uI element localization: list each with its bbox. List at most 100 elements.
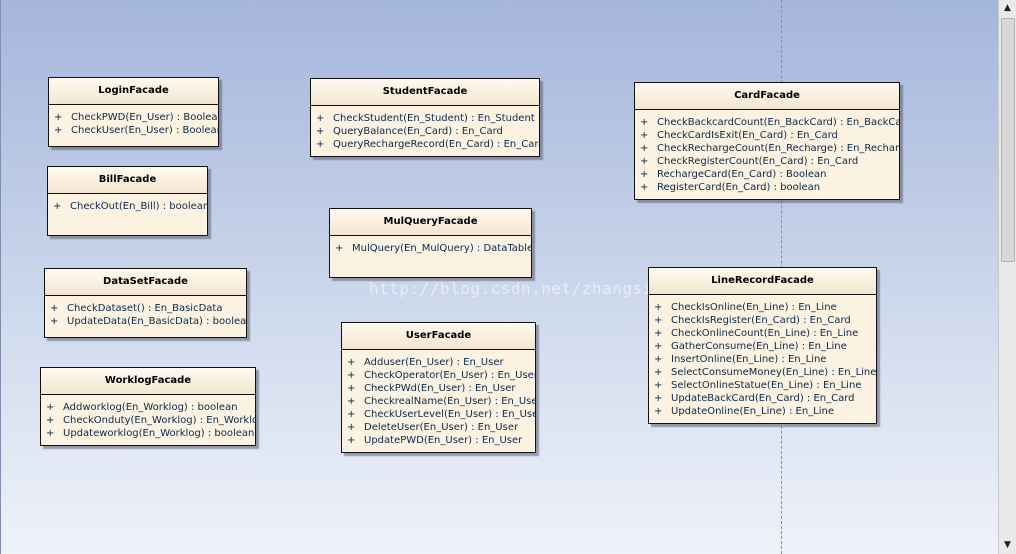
operations-compartment: +Adduser(En_User) : En_User+CheckOperato… [342,350,535,451]
operation[interactable]: +SelectConsumeMoney(En_Line) : En_Line [653,366,876,379]
operation-signature: CheckOut(En_Bill) : boolean [70,201,208,212]
visibility-marker: + [654,341,663,352]
operation[interactable]: + DeleteUser(En_User) : En_User [346,421,531,434]
class-mulquery-facade[interactable]: MulQueryFacade +MulQuery(En_MulQuery) : D… [329,208,532,278]
class-card-facade[interactable]: CardFacade + CheckBackcardCount(En_BackCar… [634,82,900,200]
operation-signature: QueryRechargeRecord(En_Card) : En_Card [333,139,540,150]
class-name: LoginFacade [49,78,218,105]
operation-signature: GatherConsume(En_Line) : En_Line [671,341,847,352]
operation[interactable]: +CheckPWd(En_User) : En_User [346,382,531,395]
operation[interactable]: + CheckBackcardCount(En_BackCard) : En_Ba… [639,116,899,129]
operation[interactable]: +SelectOnlineStatue(En_Line) : En_Line [653,379,872,392]
operation[interactable]: +RechargeCard(En_Card) : Boolean [639,168,895,181]
operation[interactable]: + CheckOnlineCount(En_Line) : En_Line [653,327,872,340]
visibility-marker: + [46,415,55,426]
visibility-marker: + [654,354,663,365]
operation[interactable]: +Adduser(En_User) : En_User [346,356,531,369]
visibility-marker: + [654,302,663,313]
operations-compartment: +CheckOut(En_Bill) : boolean [48,194,207,217]
scroll-up-arrow-icon[interactable]: ▲ [1004,3,1011,13]
operations-compartment: +CheckStudent(En_Student) : En_Student+Q… [311,106,539,155]
operation[interactable]: +CheckOnduty(En_Worklog) : En_Worklog [45,414,255,427]
operation-signature: CheckStudent(En_Student) : En_Student [333,113,535,124]
operations-compartment: +MulQuery(En_MulQuery) : DataTable [330,236,531,259]
operation[interactable]: +CheckrealName(En_User) : En_User [346,395,535,408]
class-name: CardFacade [635,83,899,110]
operation-signature: CheckRegisterCount(En_Card) : En_Card [657,156,859,167]
operation-signature: CheckUser(En_User) : Boolean [71,125,219,136]
class-name: StudentFacade [311,79,539,106]
scroll-thumb[interactable] [1001,18,1015,262]
operation[interactable]: + GatherConsume(En_Line) : En_Line [653,340,872,353]
operation[interactable]: +CheckOut(En_Bill) : boolean [52,200,207,213]
visibility-marker: + [640,117,649,128]
operations-compartment: + CheckPWD(En_User) : Boolean+CheckUser(E… [49,105,218,141]
operation[interactable]: +Addworklog(En_Worklog) : boolean [45,401,251,414]
visibility-marker: + [640,156,649,167]
operation[interactable]: +CheckUser(En_User) : Boolean [53,124,218,137]
class-dataset-facade[interactable]: DataSetFacade+CheckDataset() : En_BasicD… [44,268,247,338]
operation[interactable]: +CheckDataset() : En_BasicData [49,302,242,315]
operation[interactable]: +CheckStudent(En_Student) : En_Student [315,112,535,125]
operation[interactable]: + InsertOnline(En_Line) : En_Line [653,353,872,366]
operation-signature: CheckOperator(En_User) : En_User [364,370,536,381]
operation-signature: CheckBackcardCount(En_BackCard) : En_Bac… [657,117,900,128]
operations-compartment: +Addworklog(En_Worklog) : boolean+CheckO… [41,395,255,444]
operation[interactable]: + QueryBalance(En_Card) : En_Card [315,125,535,138]
class-name: BillFacade [48,167,207,194]
operation-signature: DeleteUser(En_User) : En_User [364,422,519,433]
operation-signature: MulQuery(En_MulQuery) : DataTable [352,243,532,254]
visibility-marker: + [654,315,663,326]
visibility-marker: + [654,328,663,339]
visibility-marker: + [347,370,356,381]
operation-signature: CheckDataset() : En_BasicData [67,303,223,314]
vertical-scrollbar[interactable]: ▲ ▼ [998,0,1016,554]
operation-signature: UpdatePWD(En_User) : En_User [364,435,523,446]
operation[interactable]: + UpdateOnline(En_Line) : En_Line [653,405,872,418]
visibility-marker: + [640,169,649,180]
watermark: http://blog.csdn.net/zhangsifty [369,279,684,298]
operation[interactable]: +CheckIsRegister(En_Card) : En_Card [653,314,872,327]
visibility-marker: + [347,422,356,433]
operation[interactable]: +UpdateBackCard(En_Card) : En_Card [653,392,872,405]
visibility-marker: + [347,435,356,446]
operation[interactable]: + UpdatePWD(En_User) : En_User [346,434,531,447]
class-student-facade[interactable]: StudentFacade+CheckStudent(En_Student) :… [310,78,540,157]
operation[interactable]: +UpdateData(En_BasicData) : boolean [49,315,246,328]
visibility-marker: + [654,367,663,378]
operation[interactable]: + QueryRechargeRecord(En_Card) : En_Card [315,138,539,151]
visibility-marker: + [654,393,663,404]
visibility-marker: + [654,406,663,417]
class-bill-facade[interactable]: BillFacade +CheckOut(En_Bill) : boolean [47,166,208,236]
operation[interactable]: + CheckRegisterCount(En_Card) : En_Card [639,155,895,168]
visibility-marker: + [640,182,649,193]
operation[interactable]: +CheckRechargeCount(En_Recharge) : En_Re… [639,142,899,155]
operation[interactable]: + CheckPWD(En_User) : Boolean [53,111,218,124]
class-linerecord-facade[interactable]: LineRecordFacade +CheckIsOnline(En_Line) … [648,267,877,424]
visibility-marker: + [347,396,356,407]
operation-signature: UpdateOnline(En_Line) : En_Line [671,406,834,417]
visibility-marker: + [316,126,325,137]
operation-signature: CheckPWD(En_User) : Boolean [71,112,219,123]
class-worklog-facade[interactable]: WorklogFacade+Addworklog(En_Worklog) : b… [40,367,256,446]
visibility-marker: + [316,139,325,150]
class-login-facade[interactable]: LoginFacade + CheckPWD(En_User) : Boolean+… [48,77,219,147]
class-name: MulQueryFacade [330,209,531,236]
operation[interactable]: + CheckOperator(En_User) : En_User [346,369,535,382]
operation-signature: CheckOnlineCount(En_Line) : En_Line [671,328,859,339]
operation-signature: InsertOnline(En_Line) : En_Line [671,354,827,365]
operation-signature: QueryBalance(En_Card) : En_Card [333,126,503,137]
operation[interactable]: +RegisterCard(En_Card) : boolean [639,181,895,194]
visibility-marker: + [46,428,55,439]
operation[interactable]: +Updateworklog(En_Worklog) : boolean [45,427,254,440]
operation[interactable]: +CheckUserLevel(En_User) : En_User [346,408,535,421]
visibility-marker: + [654,380,663,391]
operation[interactable]: +MulQuery(En_MulQuery) : DataTable [334,242,531,255]
operation[interactable]: +CheckCardIsExit(En_Card) : En_Card [639,129,895,142]
class-user-facade[interactable]: UserFacade+Adduser(En_User) : En_User+Ch… [341,322,536,453]
scroll-down-arrow-icon[interactable]: ▼ [1004,540,1011,550]
operation[interactable]: +CheckIsOnline(En_Line) : En_Line [653,301,872,314]
visibility-marker: + [54,112,63,123]
class-name: LineRecordFacade [649,268,876,295]
